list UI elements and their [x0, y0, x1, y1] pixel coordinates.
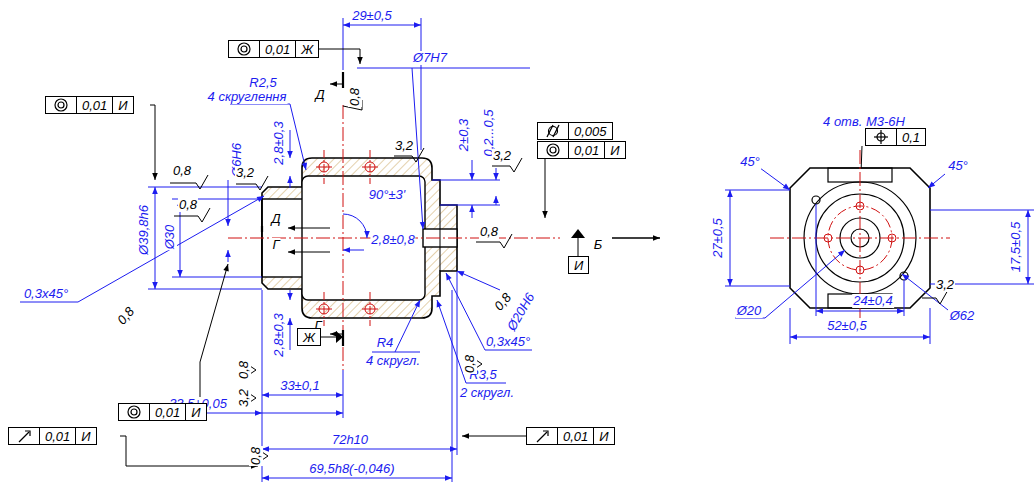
dimension-text: 0,8 [172, 164, 192, 178]
dimension-text: Ø30 [163, 224, 177, 251]
dimension-text: 45° [947, 159, 969, 173]
dimension-text: 69,5h8(-0,046) [308, 462, 395, 476]
dimension-text: 0,8 [463, 354, 477, 374]
dimension-text: R4 [376, 336, 395, 350]
frame-value: 0,1 [896, 129, 925, 145]
dimension-text: 17,5±0,5 [1009, 221, 1023, 274]
dimension-text: 0,3x45° [23, 287, 69, 301]
tolerance-frame: 0,01И [537, 141, 626, 159]
dimension-text: 3,2 [492, 149, 512, 163]
frame-value: Ж [295, 41, 318, 57]
frame-value: 0,01 [557, 428, 593, 444]
frame-value: И [593, 428, 613, 444]
tolerance-symbol [46, 97, 76, 113]
tolerance-frame: 0,01И [118, 403, 207, 421]
dimension-text: Г [271, 238, 280, 252]
frame-value: И [185, 404, 205, 420]
tolerance-symbol [538, 123, 568, 139]
dimension-text: Д [270, 212, 281, 226]
frame-value: 0,01 [76, 97, 112, 113]
dimension-text: 29±0,5 [351, 9, 393, 23]
frame-value: И [569, 257, 588, 273]
datum-box: Ж [297, 328, 321, 346]
tolerance-symbol [527, 428, 557, 444]
tolerance-frame: 0,01И [526, 427, 615, 445]
dimension-text: 4 скруглення [207, 90, 288, 104]
frame-value: 0,01 [568, 142, 604, 158]
dimension-text: 3,2 [237, 388, 251, 408]
tolerance-symbol [866, 129, 896, 145]
frame-value: 0,01 [39, 428, 75, 444]
frame-value: И [75, 428, 95, 444]
dimension-text: 4 отв. M3-6H [822, 115, 906, 129]
dimension-text: 0,8 [114, 304, 138, 328]
dimension-text: 0,8 [249, 446, 263, 466]
dimension-text: 3,2 [394, 139, 414, 153]
dimension-text: 72h10 [331, 433, 369, 447]
frame-value: И [112, 97, 132, 113]
tolerance-symbol [229, 41, 259, 57]
dimension-text: Б [593, 238, 603, 252]
frame-value: 0,005 [568, 123, 612, 139]
dimension-text: 52±0,5 [826, 319, 868, 333]
dimension-text: 2 скругл. [459, 386, 515, 400]
tolerance-symbol [119, 404, 149, 420]
dimension-text: Д [314, 88, 325, 102]
dimension-text: 2,8±0,3 [272, 312, 286, 357]
dimension-text: 33±0,1 [279, 379, 321, 393]
dimension-text: 45° [739, 155, 761, 169]
dimension-text: R2,5 [248, 76, 277, 90]
tolerance-symbol [538, 142, 568, 158]
tolerance-frame: 0,01И [8, 427, 97, 445]
dimension-text: 0,8 [491, 290, 515, 314]
dimension-text: 3,2 [935, 278, 955, 292]
frame-value: 0,01 [259, 41, 295, 57]
tolerance-symbol [9, 428, 39, 444]
tolerance-frame: 0,01Ж [228, 40, 319, 58]
dimension-text: Ø62 [949, 309, 976, 323]
dimension-text: 27±0,5 [711, 217, 725, 259]
dimension-text: Ø20 [736, 304, 763, 318]
tolerance-frame: 0,1 [865, 128, 926, 146]
frame-value: Ж [298, 329, 320, 345]
dimension-text: Ø39,8h6 [137, 204, 151, 256]
dimension-text: Ø7H7 [412, 51, 448, 65]
dimension-text: 0,8 [237, 360, 251, 380]
dimension-text: 0,8 [348, 87, 362, 107]
dimension-text: 2±0,3 [457, 118, 471, 152]
dimension-text: 2,8±0,3 [272, 120, 286, 165]
frame-value: И [604, 142, 624, 158]
dimension-text: 0,3x45° [485, 335, 531, 349]
tolerance-frame: 0,01И [45, 96, 134, 114]
dimension-text: 24±0,4 [852, 294, 894, 308]
dimension-text: 3,2 [235, 166, 255, 180]
dimension-text: 2,8±0,8 [370, 233, 415, 247]
datum-box: И [568, 256, 589, 274]
frame-value: 0,01 [149, 404, 185, 420]
dimension-text: 4 скругл. [365, 354, 421, 368]
dimension-text: 90°±3' [368, 188, 407, 202]
dimension-text: 0,8 [479, 225, 499, 239]
dimension-text: 0,8 [178, 198, 198, 212]
tolerance-frame: 0,005 [537, 122, 613, 140]
